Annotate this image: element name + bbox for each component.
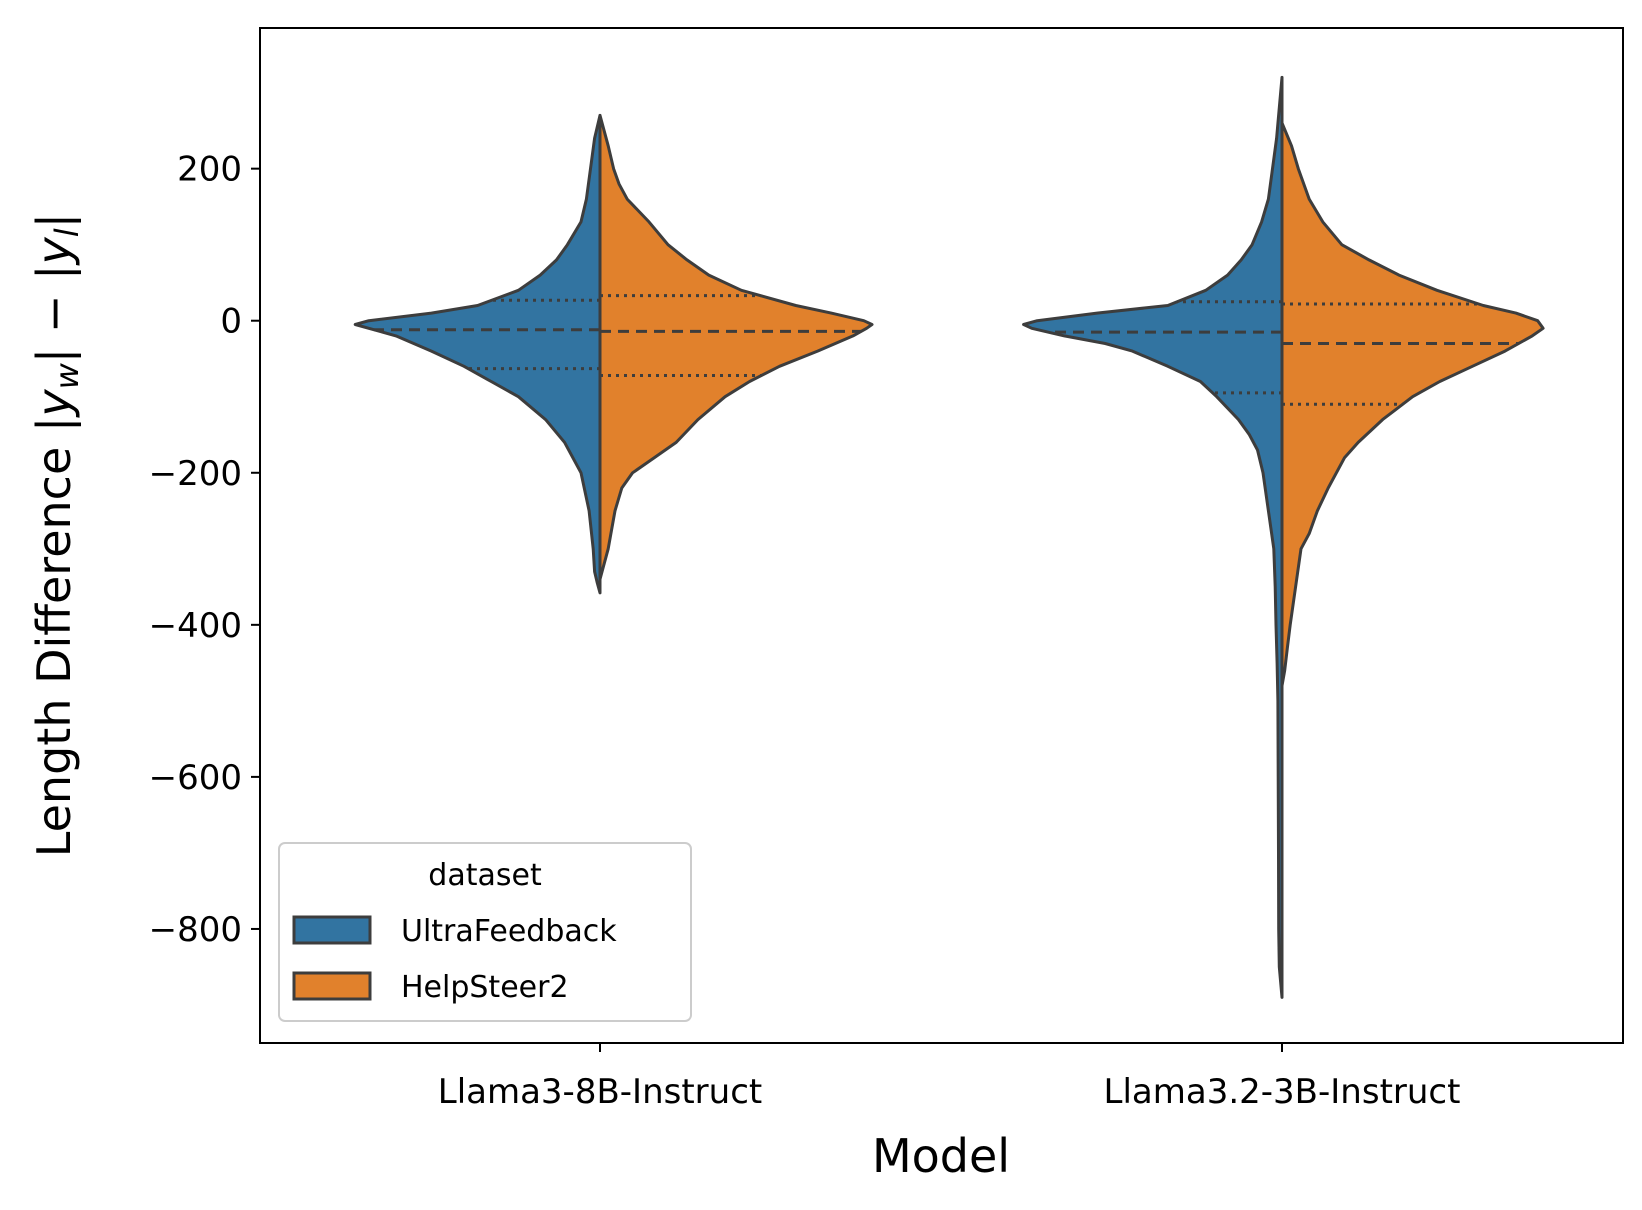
y-tick-label: −600 — [149, 758, 242, 798]
y-axis-title-mid: | − | — [27, 264, 82, 363]
x-tick-label: Llama3-8B-Instruct — [438, 1072, 762, 1112]
violin-layer — [353, 75, 1545, 999]
y-axis: 200 0 −200 −400 −600 −800 — [149, 150, 260, 950]
legend-label-helpsteer2: HelpSteer2 — [401, 970, 569, 1005]
y-axis-title-sub-1: w — [48, 362, 86, 389]
y-tick-label: −800 — [149, 910, 242, 950]
violin-half-helpsteer2-llama3-2-3b-instruct — [1280, 121, 1545, 688]
x-axis-title: Model — [872, 1129, 1010, 1183]
y-axis-title-suffix: | — [27, 213, 82, 229]
legend-label-ultrafeedback: UltraFeedback — [401, 914, 617, 949]
x-axis: Llama3-8B-Instruct Llama3.2-3B-Instruct — [438, 1043, 1461, 1112]
y-axis-title-prefix: Length Difference | — [27, 417, 82, 858]
legend-title: dataset — [428, 858, 542, 893]
legend-swatch-ultrafeedback — [292, 915, 372, 945]
violin-half-ultrafeedback-llama3-8b-instruct — [353, 113, 602, 595]
legend-frame — [278, 842, 692, 1022]
y-tick-label: −400 — [149, 606, 242, 646]
y-axis-title-var-2: y — [27, 236, 81, 266]
violin-half-ultrafeedback-llama3-2-3b-instruct — [1022, 75, 1284, 999]
y-tick-label: 0 — [220, 302, 242, 342]
y-axis-title-sub-2: l — [48, 228, 86, 237]
violin-half-helpsteer2-llama3-8b-instruct — [598, 113, 874, 581]
y-tick-label: 200 — [177, 150, 242, 190]
legend-swatch-helpsteer2 — [292, 971, 372, 1001]
y-tick-label: −200 — [149, 454, 242, 494]
legend: dataset UltraFeedback HelpSteer2 — [278, 842, 692, 1022]
plot-frame — [259, 27, 1624, 1044]
y-axis-title-var-1: y — [27, 389, 81, 419]
x-tick-label: Llama3.2-3B-Instruct — [1104, 1072, 1461, 1112]
y-axis-title: Length Difference |yw| − |yl| — [27, 213, 86, 857]
